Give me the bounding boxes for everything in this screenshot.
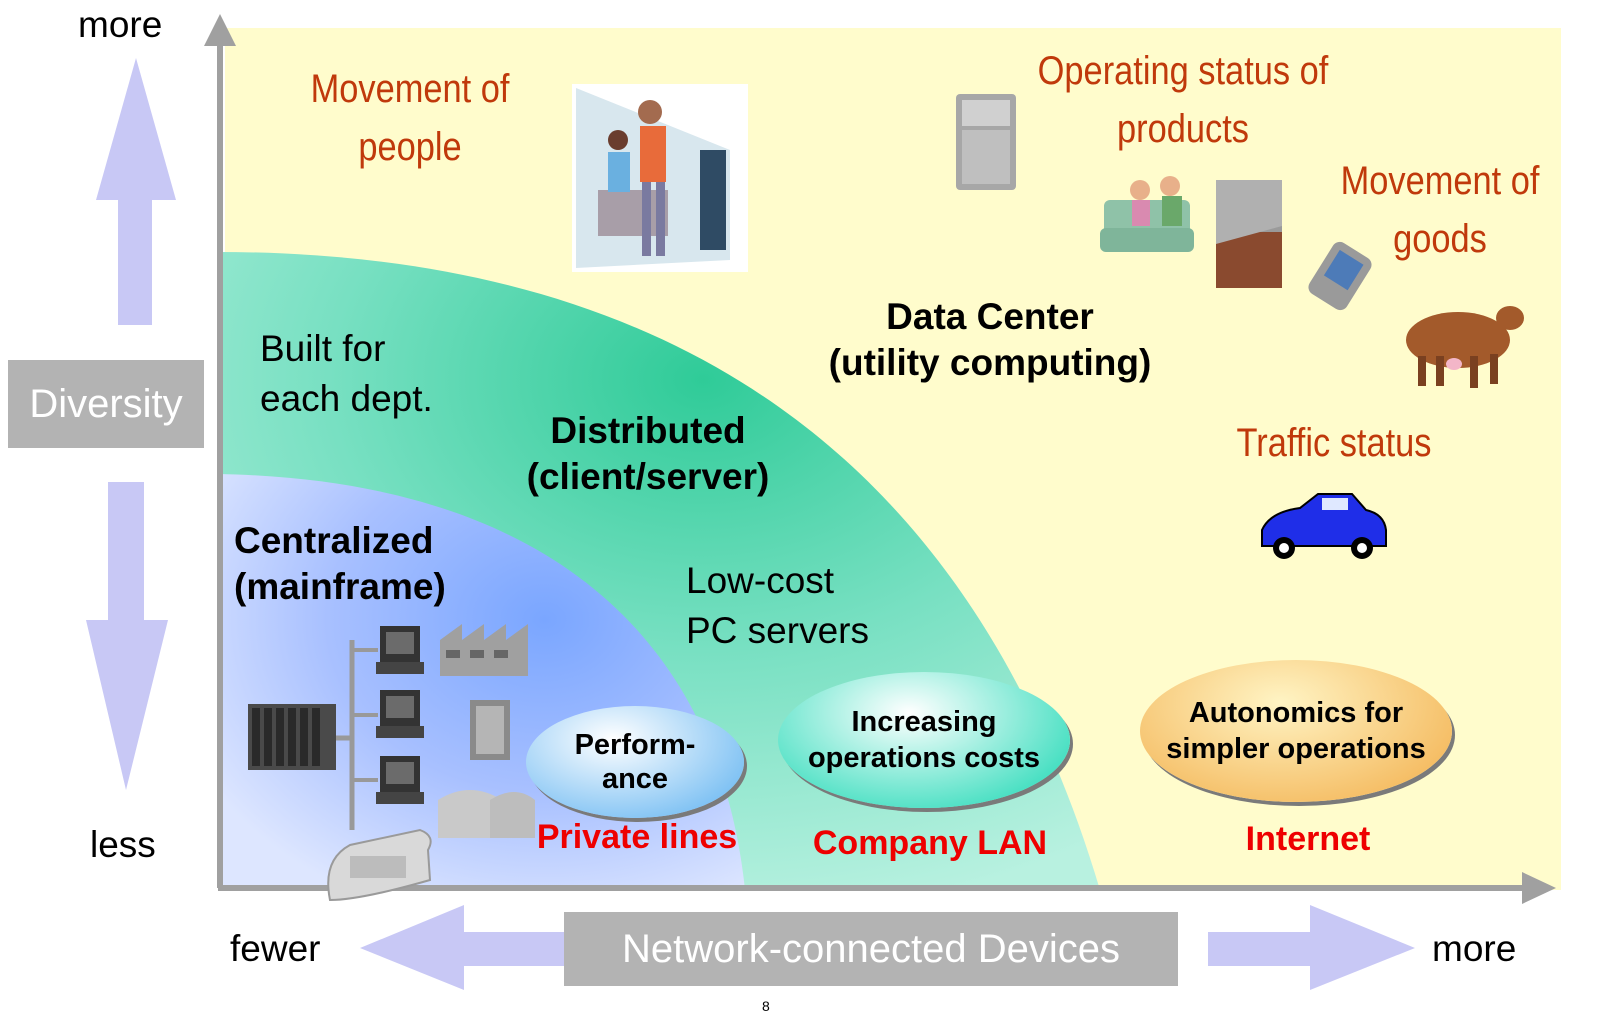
pda-illustration: [1308, 241, 1372, 311]
autonomics-oval: Autonomics for simpler operations: [1140, 660, 1452, 802]
category-movement-of-goods: Movement of goods: [1340, 159, 1540, 261]
distributed-note-built-for-dept: Built for each dept.: [260, 328, 433, 419]
network-private-lines: Private lines: [536, 818, 738, 856]
y-axis-bottom-label: less: [90, 824, 156, 865]
x-axis-arrowhead: [1522, 872, 1556, 904]
refrigerator-illustration: [956, 94, 1016, 190]
category-movement-of-people: Movement of people: [310, 67, 510, 169]
category-traffic-status: Traffic status: [1236, 421, 1432, 465]
data-center-title: Data Center (utility computing): [828, 296, 1152, 383]
y-axis-arrowhead: [204, 14, 236, 46]
x-axis-title: Network-connected Devices: [564, 912, 1178, 986]
family-sofa-illustration: [1100, 176, 1194, 252]
operations-costs-oval: Increasing operations costs: [778, 672, 1070, 808]
mainframe-equipment-illustration: [248, 624, 535, 902]
x-axis-right-label: more: [1432, 928, 1517, 969]
distributed-note-low-cost-pc-servers: Low-cost PC servers: [686, 560, 869, 651]
performance-oval: Perform- ance: [526, 706, 744, 818]
diversity-up-arrow: [96, 58, 176, 325]
cow-illustration: [1406, 306, 1524, 388]
devices-right-arrow: [1208, 905, 1415, 990]
server-cabinet-illustration: [1216, 180, 1282, 288]
page-number: 8: [762, 998, 770, 1014]
y-axis-top-label: more: [78, 4, 163, 45]
centralized-title: Centralized (mainframe): [234, 520, 446, 607]
y-axis-title: Diversity: [8, 360, 204, 448]
category-operating-status-of-products: Operating status of products: [1037, 49, 1329, 151]
car-illustration: [1261, 493, 1387, 559]
x-axis-left-label: fewer: [230, 928, 321, 969]
diversity-down-arrow: [86, 482, 168, 790]
devices-left-arrow: [360, 905, 565, 990]
network-internet: Internet: [1245, 820, 1371, 858]
shoppers-illustration: [572, 84, 748, 272]
network-company-lan: Company LAN: [812, 824, 1048, 862]
distributed-title: Distributed (client/server): [526, 410, 770, 497]
